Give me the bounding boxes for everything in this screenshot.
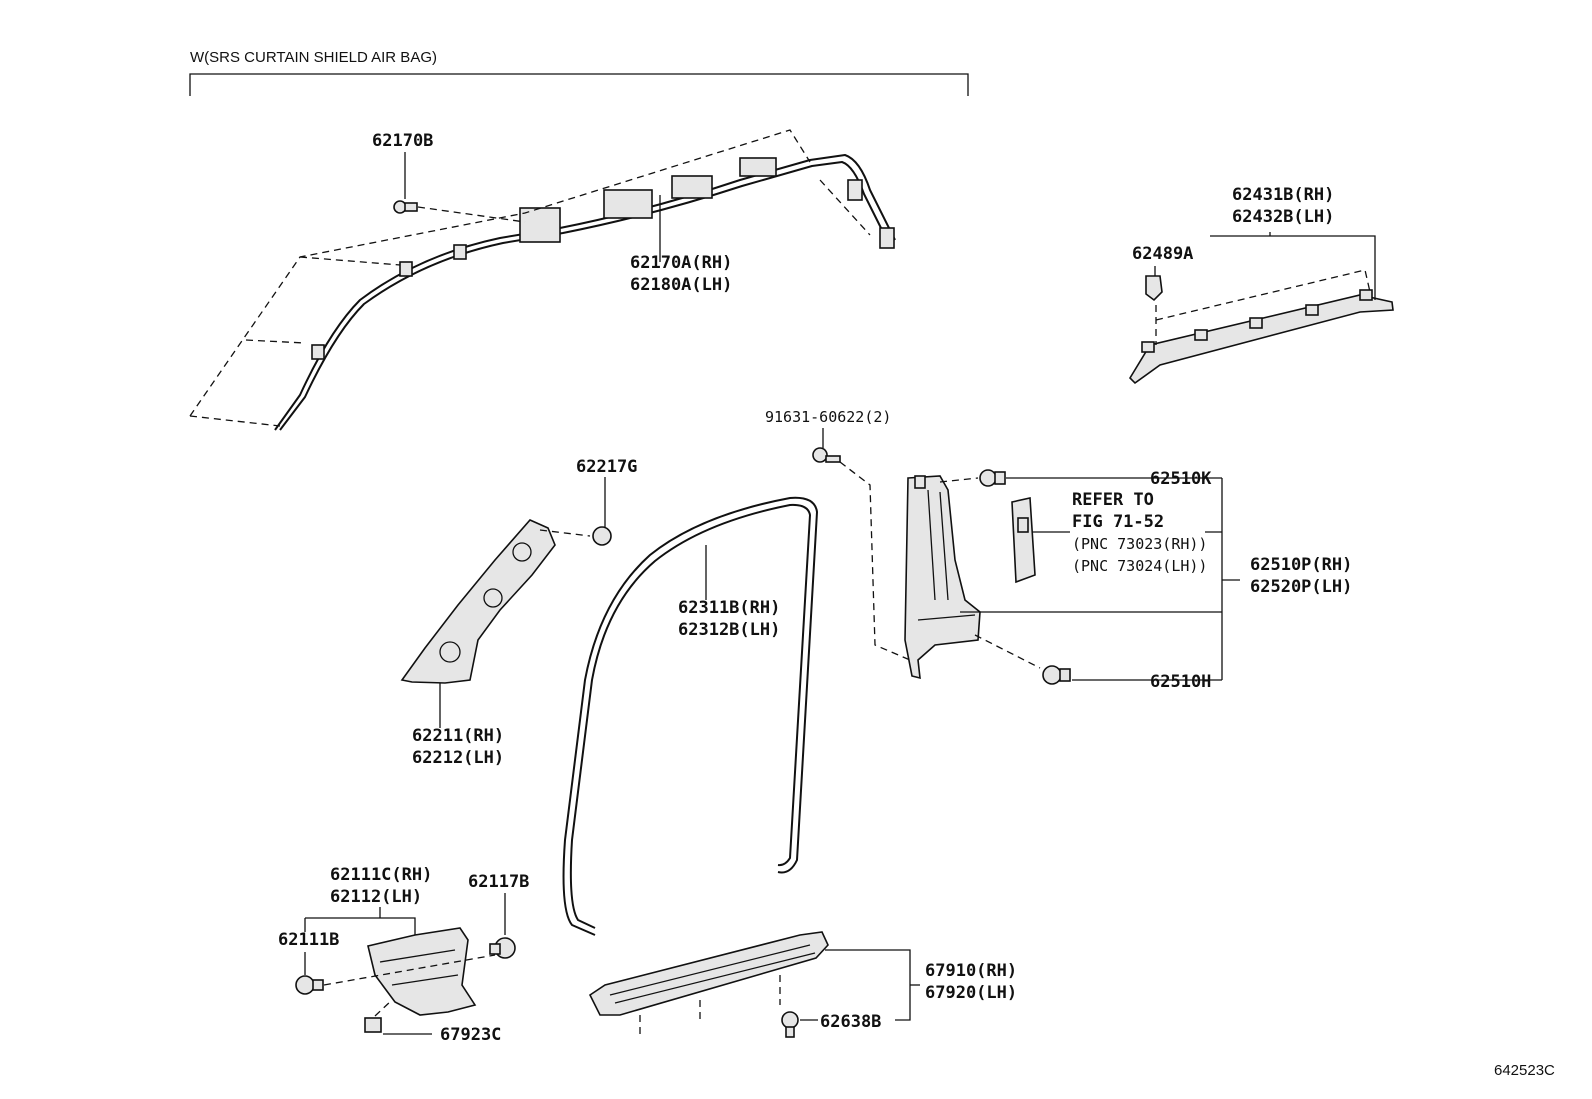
label-62311B-rh: 62311B(RH) bbox=[678, 598, 780, 618]
screw-91631-60622[interactable] bbox=[812, 447, 841, 463]
leader-62170B bbox=[417, 206, 526, 223]
clip-67923C[interactable] bbox=[364, 1017, 382, 1033]
refer-line3: (PNC 73023(RH)) bbox=[1072, 535, 1207, 553]
bracket-67910 bbox=[825, 949, 911, 1021]
label-62520P-lh: 62520P(LH) bbox=[1250, 577, 1352, 597]
figure-id: 642523C bbox=[1494, 1062, 1555, 1079]
front-pillar-garnish[interactable] bbox=[400, 519, 556, 684]
label-67920-lh: 67920(LH) bbox=[925, 983, 1017, 1003]
label-62217G: 62217G bbox=[576, 457, 637, 477]
label-91631-60622: 91631-60622(2) bbox=[765, 408, 891, 426]
seat-belt-cover-ref bbox=[1011, 497, 1036, 584]
leader-62510H-dash bbox=[974, 634, 1041, 669]
label-62170B: 62170B bbox=[372, 131, 433, 151]
label-62112-lh: 62112(LH) bbox=[330, 887, 422, 907]
cowl-side-trim[interactable] bbox=[367, 927, 477, 1016]
bracket-62510P bbox=[960, 478, 1223, 680]
label-62111C-rh: 62111C(RH) bbox=[330, 865, 432, 885]
label-62180A-lh: 62180A(LH) bbox=[630, 275, 732, 295]
label-62432B-lh: 62432B(LH) bbox=[1232, 207, 1334, 227]
clip-62111B[interactable] bbox=[295, 975, 324, 995]
label-62489A: 62489A bbox=[1132, 244, 1193, 264]
label-62510P-rh: 62510P(RH) bbox=[1250, 555, 1352, 575]
center-pillar-garnish[interactable] bbox=[904, 475, 981, 680]
leader-62510K-dash bbox=[939, 477, 979, 483]
label-62638B: 62638B bbox=[820, 1012, 881, 1032]
curtain-airbag-assembly[interactable] bbox=[189, 129, 896, 431]
bracket-62111C bbox=[305, 907, 416, 935]
leader-91631-dash bbox=[839, 461, 911, 661]
leader-67923C-dash bbox=[374, 999, 393, 1017]
clip-62638B[interactable] bbox=[781, 1011, 799, 1038]
label-67910-rh: 67910(RH) bbox=[925, 961, 1017, 981]
clip-62510H[interactable] bbox=[1042, 665, 1071, 685]
label-62510K: 62510K bbox=[1150, 469, 1212, 489]
leader-62111B-dash bbox=[323, 954, 496, 986]
label-62510H: 62510H bbox=[1150, 672, 1211, 692]
roof-side-garnish[interactable] bbox=[1128, 289, 1394, 385]
clip-62510K[interactable] bbox=[979, 469, 1006, 487]
label-62170A-rh: 62170A(RH) bbox=[630, 253, 732, 273]
scuff-plate[interactable] bbox=[588, 931, 829, 1016]
label-62211-rh: 62211(RH) bbox=[412, 726, 504, 746]
label-62431B-rh: 62431B(RH) bbox=[1232, 185, 1334, 205]
label-62117B: 62117B bbox=[468, 872, 529, 892]
label-62312B-lh: 62312B(LH) bbox=[678, 620, 780, 640]
refer-line4: (PNC 73024(LH)) bbox=[1072, 557, 1207, 575]
leader-62217G-dash bbox=[539, 529, 591, 537]
label-62212-lh: 62212(LH) bbox=[412, 748, 504, 768]
refer-line1: REFER TO bbox=[1072, 490, 1154, 510]
clip-62117B[interactable] bbox=[489, 937, 516, 959]
clip-62489A[interactable] bbox=[1145, 275, 1163, 302]
label-67923C: 67923C bbox=[440, 1025, 501, 1045]
clip-62217G[interactable] bbox=[592, 526, 612, 546]
refer-line2: FIG 71-52 bbox=[1072, 512, 1164, 532]
header-text: W(SRS CURTAIN SHIELD AIR BAG) bbox=[190, 49, 437, 66]
bolt-62170B[interactable] bbox=[393, 200, 418, 214]
garnish-envelope bbox=[1155, 269, 1371, 321]
header-bracket bbox=[189, 73, 969, 96]
door-opening-trim[interactable] bbox=[562, 496, 818, 936]
label-62111B: 62111B bbox=[278, 930, 339, 950]
bracket-62431B bbox=[1210, 232, 1376, 300]
scuff-plate-clips-dash bbox=[639, 975, 781, 1035]
